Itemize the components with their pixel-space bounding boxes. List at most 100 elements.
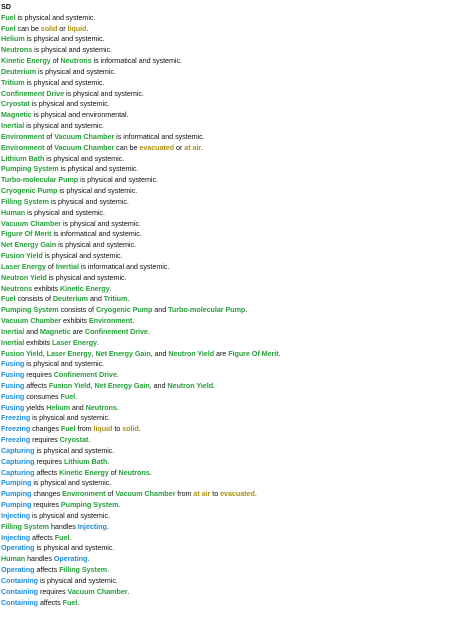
object-name: Environment	[88, 316, 133, 326]
sentence-text: .	[147, 326, 150, 336]
sentence-text: and	[152, 305, 169, 315]
opl-sentence: Containing affects Fuel.	[1, 598, 447, 609]
state-name: evacuated	[220, 489, 255, 499]
process-name: Freezing	[1, 424, 31, 434]
object-name: Confinement Drive	[53, 370, 117, 380]
sentence-text: is physical and systemic.	[42, 251, 123, 261]
sentence-text: from	[175, 489, 194, 499]
opl-sentence: Inertial and Magnetic are Confinement Dr…	[1, 327, 447, 338]
diagram-title: SD	[1, 2, 11, 11]
opl-sentence: Turbo-molecular Pump is physical and sys…	[1, 175, 447, 186]
object-name: Cryogenic Pump	[95, 305, 153, 315]
opl-sentence-list: Fuel is physical and systemic.Fuel can b…	[1, 13, 447, 609]
opl-sentence: Pumping System is physical and systemic.	[1, 164, 447, 175]
sentence-text: .	[254, 489, 257, 499]
object-name: Inertial	[1, 326, 25, 336]
sentence-text: consists of	[58, 305, 96, 315]
sentence-text: is physical and environmental.	[31, 110, 129, 120]
sentence-text: is physical and systemic.	[30, 510, 110, 520]
object-name: Pumping System	[1, 305, 59, 315]
object-name: Kinetic Energy	[60, 283, 110, 293]
state-name: solid	[40, 23, 58, 33]
object-name: Neutrons	[1, 45, 33, 55]
object-name: Inertial	[1, 121, 25, 131]
object-name: Vacuum Chamber	[115, 489, 176, 499]
object-name: Cryostat	[59, 435, 89, 445]
object-name: Fuel	[1, 294, 16, 304]
opl-sentence: Fuel is physical and systemic.	[1, 13, 447, 24]
object-name: Filling System	[1, 521, 50, 531]
opl-sentence: Helium is physical and systemic.	[1, 34, 447, 45]
sentence-text: is physical and systemic.	[24, 121, 104, 131]
sentence-text: .	[127, 586, 130, 596]
sentence-text: of	[44, 142, 55, 152]
sentence-text: .	[109, 283, 112, 293]
process-name: Injecting	[77, 521, 107, 531]
sentence-text: is physical and systemic.	[24, 34, 105, 44]
object-name: Neutrons	[1, 283, 33, 293]
sentence-text: , and	[150, 348, 169, 358]
sentence-text: and	[88, 294, 104, 304]
sentence-text: consists of	[15, 294, 53, 304]
process-name: Freezing	[1, 435, 31, 445]
object-name: Vacuum Chamber	[1, 218, 62, 228]
opl-document: SD Fuel is physical and systemic.Fuel ca…	[1, 2, 447, 608]
object-name: Neutrons	[60, 56, 92, 66]
object-name: Cryogenic Pump	[1, 186, 58, 196]
sentence-text: yields	[24, 402, 47, 412]
sentence-text: is physical and systemic.	[24, 77, 105, 87]
sentence-text: .	[245, 305, 248, 315]
opl-sentence: Pumping changes Environment of Vacuum Ch…	[1, 489, 447, 500]
opl-sentence: Fusing affects Fusion Yield, Net Energy …	[1, 381, 447, 392]
process-name: Fusing	[1, 402, 25, 412]
sentence-text: changes	[31, 489, 63, 499]
opl-sentence: Pumping requires Pumping System.	[1, 500, 447, 511]
object-name: Fusion Yield	[1, 251, 43, 261]
opl-sentence: Inertial exhibits Laser Energy.	[1, 338, 447, 349]
sentence-text: is physical and systemic.	[34, 445, 115, 455]
sentence-text: is physical and systemic.	[30, 413, 110, 423]
object-name: Net Energy Gain	[1, 240, 57, 250]
sentence-text: exhibits	[24, 337, 53, 347]
sentence-text: is physical and systemic.	[24, 359, 105, 369]
object-name: Helium	[46, 402, 70, 412]
opl-sentence: Fusion Yield is physical and systemic.	[1, 251, 447, 262]
sentence-text: is physical and systemic.	[78, 175, 158, 185]
sentence-text: and	[69, 402, 86, 412]
object-name: Fusion Yield	[48, 380, 91, 390]
opl-sentence: Human handles Operating.	[1, 554, 447, 565]
process-name: Containing	[1, 597, 39, 607]
sentence-text: is physical and systemic.	[38, 575, 118, 585]
object-name: Laser Energy	[52, 337, 97, 347]
object-name: Environment	[1, 142, 45, 152]
sentence-text: requires	[30, 435, 60, 445]
object-name: Pumping System	[1, 164, 59, 174]
opl-sentence: Environment of Vacuum Chamber can be eva…	[1, 143, 447, 154]
sentence-text: , and	[149, 380, 168, 390]
sentence-text: is physical and systemic.	[61, 218, 141, 228]
opl-sentence: Containing is physical and systemic.	[1, 576, 447, 587]
process-name: Containing	[1, 575, 39, 585]
sentence-text: is physical and systemic.	[64, 88, 144, 98]
object-name: Magnetic	[39, 326, 71, 336]
object-name: Figure Of Merit	[228, 348, 279, 358]
sentence-text: of	[105, 489, 116, 499]
process-name: Capturing	[1, 445, 35, 455]
object-name: Helium	[1, 34, 25, 44]
object-name: Vacuum Chamber	[54, 142, 115, 152]
object-name: Neutrons	[85, 402, 117, 412]
object-name: Turbo-molecular Pump	[1, 175, 79, 185]
opl-sentence: Containing requires Vacuum Chamber.	[1, 587, 447, 598]
sentence-text: .	[107, 456, 110, 466]
object-name: Neutron Yield	[1, 272, 47, 282]
opl-sentence: Capturing requires Lithium Bath.	[1, 457, 447, 468]
opl-sentence: Kinetic Energy of Neutrons is informatic…	[1, 56, 447, 67]
sentence-text: .	[86, 23, 89, 33]
opl-sentence: Injecting affects Fuel.	[1, 533, 447, 544]
sentence-text: or	[57, 23, 68, 33]
process-name: Freezing	[1, 413, 31, 423]
sentence-text: affects	[38, 597, 63, 607]
sentence-text: is physical and systemic.	[32, 45, 112, 55]
sentence-text: is physical and systemic.	[36, 66, 116, 76]
object-name: Confinement Drive	[84, 326, 148, 336]
